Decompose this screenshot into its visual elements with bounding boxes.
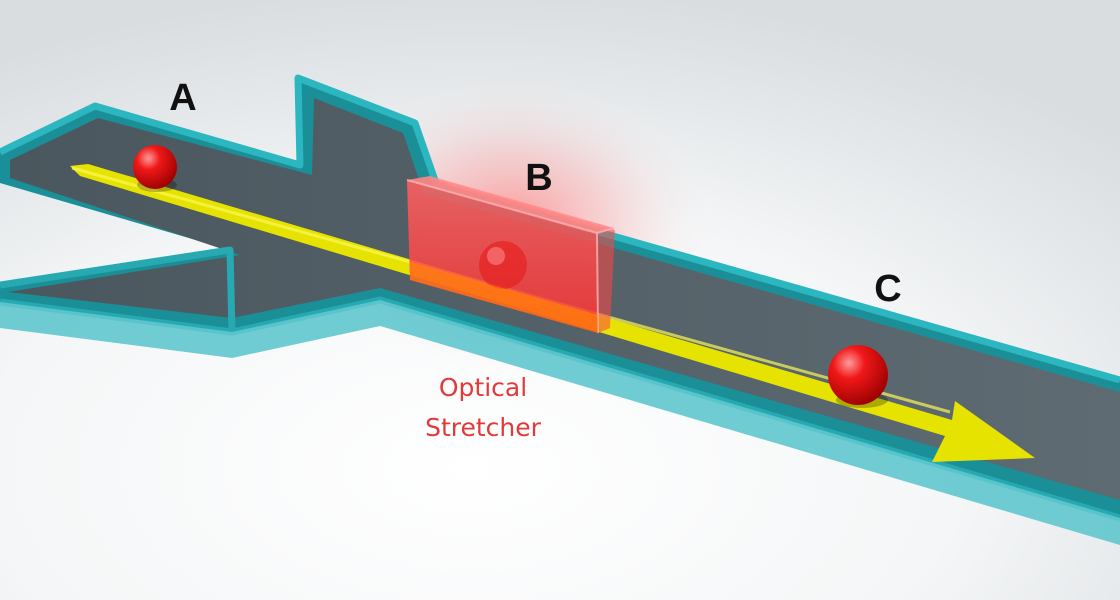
stretcher-box-edges bbox=[406, 179, 615, 334]
label-a: A bbox=[169, 77, 196, 119]
cell-sphere-icon-c bbox=[828, 345, 888, 405]
stretcher-box-top bbox=[407, 176, 614, 233]
cell-sphere-icon bbox=[133, 145, 177, 189]
caption-line2: Stretcher bbox=[425, 413, 542, 442]
channel-wall-front bbox=[0, 300, 1120, 545]
particle-b bbox=[479, 241, 527, 289]
particle-a bbox=[133, 145, 177, 192]
particle-c bbox=[828, 345, 888, 408]
optical-stretcher bbox=[406, 176, 615, 334]
label-c: C bbox=[874, 268, 901, 310]
caption-line1: Optical bbox=[439, 373, 527, 402]
label-b: B bbox=[525, 157, 552, 199]
particle-b-highlight bbox=[487, 247, 505, 265]
stretcher-arrow-glow bbox=[410, 262, 598, 333]
